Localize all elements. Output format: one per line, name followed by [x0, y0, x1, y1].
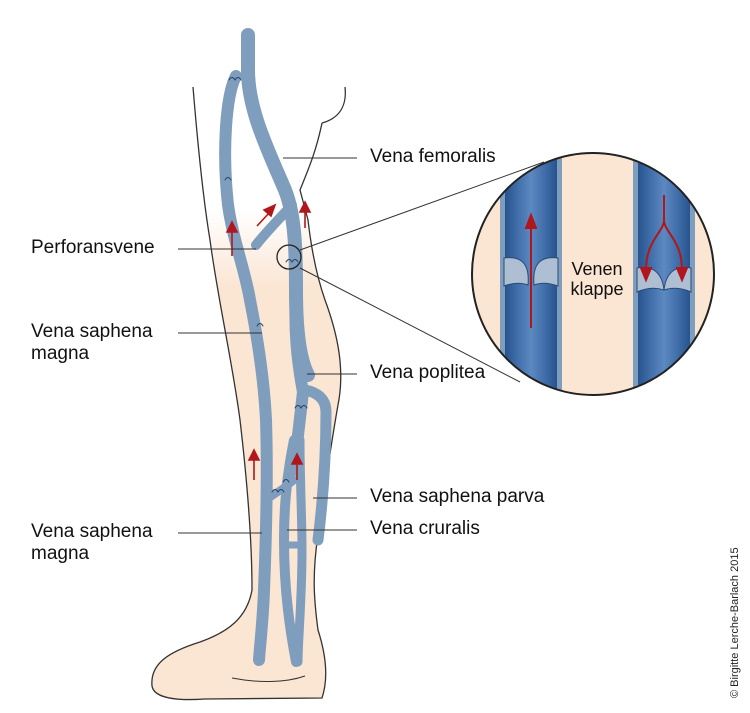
zoom-circle-border	[471, 152, 715, 396]
zoom-inset	[472, 153, 714, 395]
label-line: klappe	[570, 279, 624, 299]
popliteal-vein	[299, 384, 332, 546]
perforator-connection	[251, 200, 297, 250]
label-vena-saphena-parva: Vena saphena parva	[370, 486, 545, 507]
label-vena-saphena-magna-lower: Vena saphena magna	[31, 521, 201, 565]
buttock-outline	[321, 86, 346, 124]
detail-marker	[276, 244, 302, 270]
label-vena-poplitea: Vena poplitea	[370, 362, 486, 383]
label-line: magna	[31, 343, 90, 364]
posterior-tibial	[279, 435, 301, 667]
label-line: Vena saphena	[31, 521, 153, 542]
label-perforansvene: Perforansvene	[31, 237, 155, 258]
flow-arrows	[225, 200, 312, 480]
saphena-magna-vein	[219, 70, 273, 666]
label-line: Venen	[571, 259, 623, 279]
label-vena-saphena-magna-upper: Vena saphena magna	[31, 321, 201, 365]
label-line: magna	[31, 543, 90, 564]
label-line: Vena saphena	[31, 321, 153, 342]
label-vena-cruralis: Vena cruralis	[370, 518, 480, 539]
leader-lines	[178, 157, 545, 534]
copyright-text: © Birgitte Lerche-Barlach 2015	[729, 547, 741, 698]
label-venenklappe: Venen klappe	[562, 259, 632, 299]
valve-marks	[224, 77, 308, 493]
zoom-valves-open	[503, 257, 559, 287]
label-vena-femoralis: Vena femoralis	[370, 146, 496, 167]
zoom-arrows	[524, 195, 689, 328]
cruralis-vein	[293, 435, 307, 667]
heel-line	[231, 675, 306, 683]
